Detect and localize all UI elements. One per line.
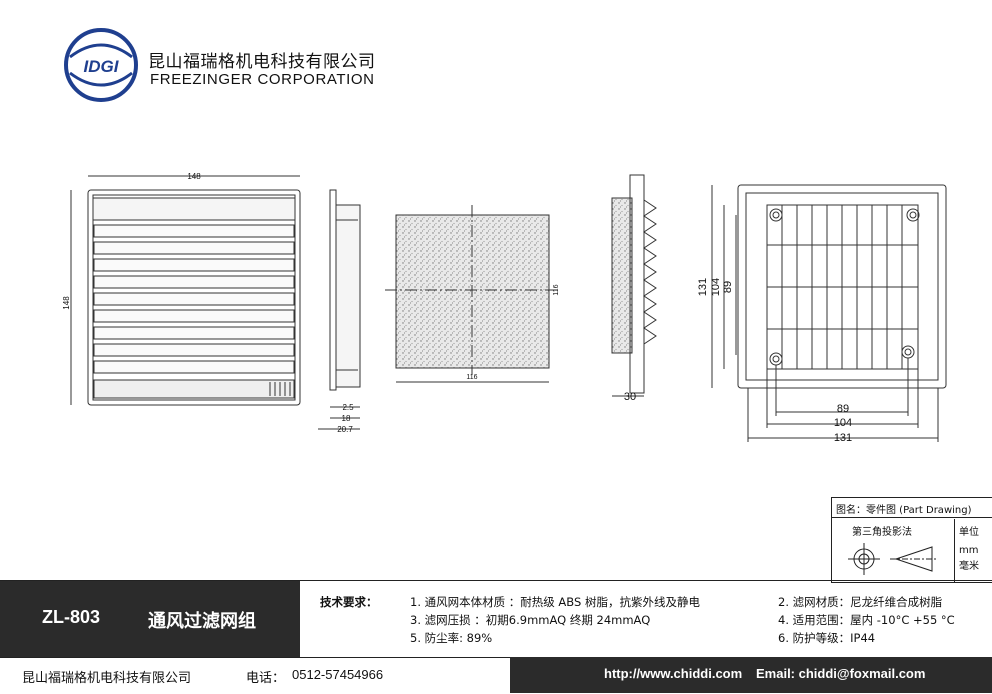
specs-heading: 技术要求： <box>320 595 378 609</box>
logo-text: IDGI <box>84 57 120 76</box>
spec-item-2: 2. 滤网材质：尼龙纤维合成树脂 <box>778 595 943 609</box>
projection-label: 第三角投影法 <box>852 527 912 538</box>
section-depth-label: 30 <box>624 391 636 403</box>
unit-mm: mm <box>959 545 979 556</box>
company-name-en: FREEZINGER CORPORATION <box>150 71 375 88</box>
side-view: 2.5 18 20.7 <box>318 189 361 434</box>
back-h-label-89: 89 <box>837 403 849 415</box>
spec-item-6: 6. 防护等级：IP44 <box>778 631 876 645</box>
company-logo: IDGI <box>62 27 140 103</box>
filter-width-label: 116 <box>466 374 477 381</box>
back-v-label-89: 89 <box>722 281 734 293</box>
product-name: 通风过滤网组 <box>148 611 256 632</box>
spec-item-4: 4. 适用范围：屋内 -10°C +55 °C <box>778 613 955 627</box>
filter-height-label: 116 <box>553 284 560 295</box>
projection-symbol-icon <box>848 543 938 575</box>
footer-company: 昆山福瑞格机电科技有限公司 <box>22 671 192 686</box>
email-link[interactable]: Email: chiddi@foxmail.com <box>756 666 926 681</box>
spec-item-3: 3. 滤网压损 ：初期6.9mmAQ 终期 24mmAQ <box>410 613 651 627</box>
product-banner: ZL-803 通风过滤网组 <box>0 581 300 657</box>
back-view: 131 104 89 89 104 131 <box>697 184 947 444</box>
back-h-label-104: 104 <box>834 417 852 429</box>
unit-label: 单位 <box>959 527 979 538</box>
front-height-label: 148 <box>62 296 71 310</box>
front-view: 148 148 <box>62 172 301 406</box>
back-v-label-131: 131 <box>697 278 709 296</box>
back-v-label-104: 104 <box>710 278 722 296</box>
front-width-label: 148 <box>187 172 201 181</box>
spec-item-5: 5. 防尘率: 89% <box>410 631 493 645</box>
side-label-2: 18 <box>342 414 351 423</box>
product-model: ZL-803 <box>42 607 101 627</box>
footer: 昆山福瑞格机电科技有限公司 电话： 0512-57454966 <box>0 657 992 694</box>
company-name-cn: 昆山福瑞格机电科技有限公司 <box>148 52 376 72</box>
side-label-1: 2.5 <box>342 403 354 412</box>
spec-item-1: 1. 通风网本体材质 ：耐热级 ABS 树脂，抗紫外线及静电 <box>410 595 700 609</box>
drawing-type-label: 图名：零件图 (Part Drawing) <box>832 498 992 518</box>
section-view: 30 <box>611 174 657 403</box>
filter-view: 116 116 <box>385 205 560 383</box>
unit-cn: 毫米 <box>959 561 979 572</box>
side-label-3: 20.7 <box>337 425 353 434</box>
back-h-label-131: 131 <box>834 432 852 444</box>
website-link[interactable]: http://www.chiddi.com <box>604 666 743 681</box>
footer-phone: 0512-57454966 <box>292 667 384 682</box>
title-block: 图名：零件图 (Part Drawing) 第三角投影法 单位 mm 毫米 <box>831 497 992 583</box>
footer-phone-label: 电话： <box>246 671 286 686</box>
footer-contact-bar: http://www.chiddi.com Email: chiddi@foxm… <box>510 657 992 693</box>
technical-drawing: 148 148 2.5 18 20.7 <box>62 172 947 444</box>
